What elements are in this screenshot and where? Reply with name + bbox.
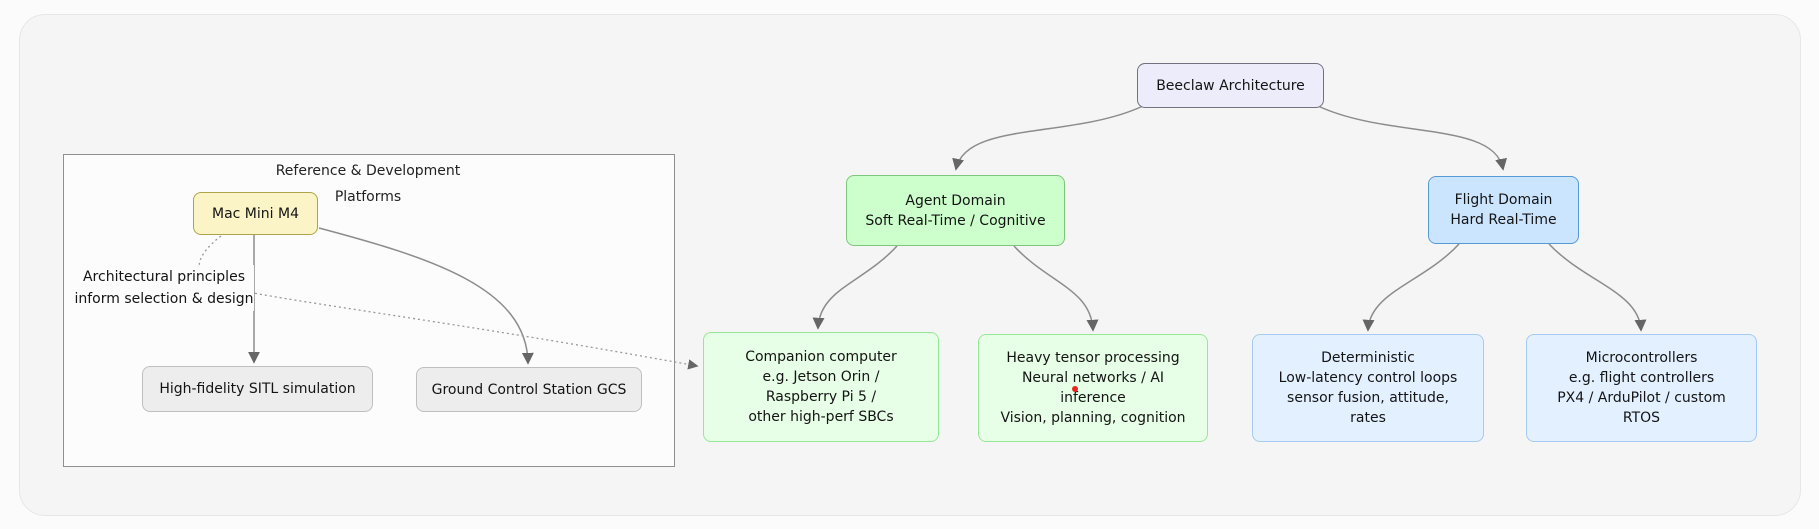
red-dot-marker	[1072, 386, 1078, 392]
node-microcontrollers: Microcontrollers e.g. flight controllers…	[1526, 334, 1757, 442]
node-high-fidelity-sitl-simulation: High-fidelity SITL simulation	[142, 366, 373, 412]
node-heavy-tensor-processing: Heavy tensor processing Neural networks …	[978, 334, 1208, 442]
node-mac-mini-m4: Mac Mini M4	[193, 192, 318, 235]
edge-macmini-to-gcs	[318, 227, 534, 365]
node-companion-computer: Companion computer e.g. Jetson Orin / Ra…	[703, 332, 939, 442]
node-ground-control-station-gcs: Ground Control Station GCS	[416, 367, 642, 412]
node-agent-domain: Agent Domain Soft Real-Time / Cognitive	[846, 175, 1065, 246]
edge-beeclaw-to-agent-domain	[952, 105, 1144, 171]
node-beeclaw-architecture: Beeclaw Architecture	[1137, 63, 1324, 108]
edge-agent-to-companion	[812, 245, 898, 330]
edge-flight-to-microcontrollers	[1548, 243, 1647, 332]
edge-flight-to-deterministic	[1362, 243, 1460, 332]
edge-macmini-to-companion-dotted	[198, 235, 699, 370]
edge-beeclaw-to-flight-domain	[1317, 105, 1507, 171]
node-deterministic: Deterministic Low-latency control loops …	[1252, 334, 1484, 442]
edge-label-architectural-principles: Architectural principles inform selectio…	[74, 265, 254, 311]
node-flight-domain: Flight Domain Hard Real-Time	[1428, 176, 1579, 244]
subgraph-title: Reference & Development Platforms	[275, 163, 461, 205]
edge-agent-to-tensor	[1013, 245, 1099, 332]
